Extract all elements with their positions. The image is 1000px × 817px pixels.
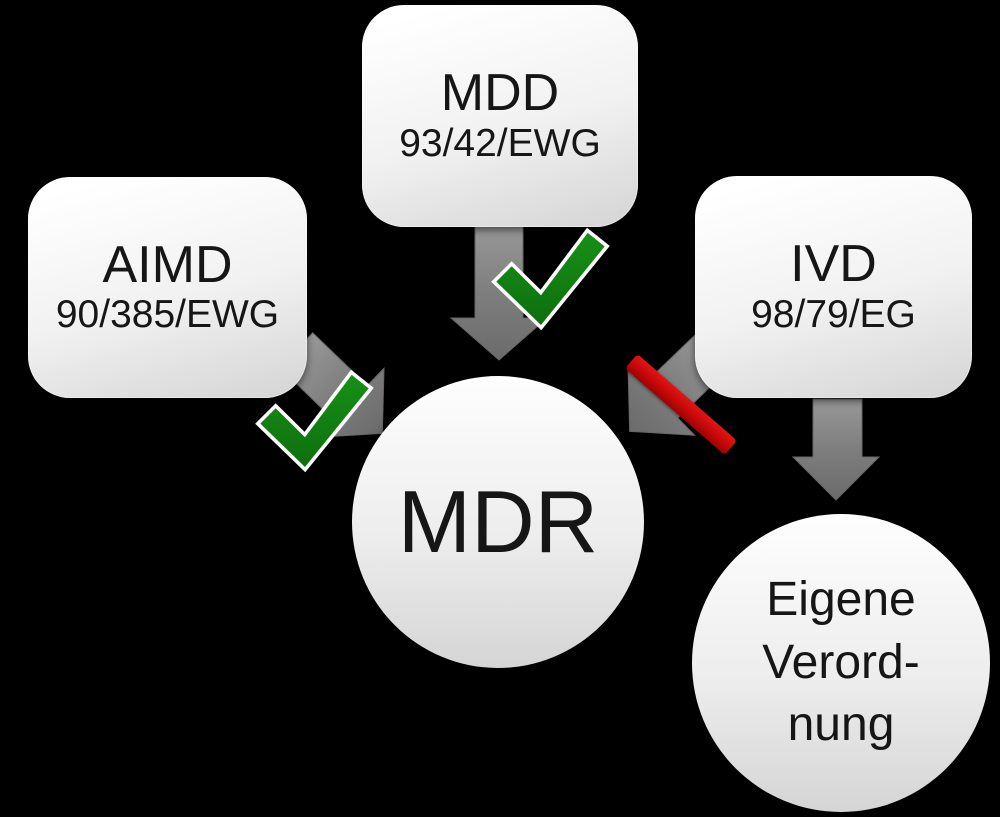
mdr-title: MDR [397,472,599,571]
ivd-subtitle: 98/79/EG [751,292,916,336]
green-check-aimd-icon [255,369,374,473]
eigene-line1: Eigene [766,573,916,627]
mdd-title: MDD [440,64,560,123]
node-aimd: AIMD 90/385/EWG [28,177,307,398]
node-mdr: MDR [352,376,644,668]
node-ivd: IVD 98/79/EG [695,176,972,398]
ivd-title: IVD [790,235,877,294]
arrow-ivd-to-eigene-icon [791,398,881,501]
eigene-line3: nung [787,698,895,752]
green-check-mdd-icon [491,227,610,331]
node-eigene-verordnung: Eigene Verord- nung [692,514,990,812]
mdd-subtitle: 93/42/EWG [399,121,601,165]
aimd-title: AIMD [102,235,233,294]
eigene-line2: Verord- [762,635,920,689]
arrow-mdd-to-mdr-icon [449,225,549,361]
aimd-subtitle: 90/385/EWG [55,293,280,337]
node-mdd: MDD 93/42/EWG [362,5,638,227]
